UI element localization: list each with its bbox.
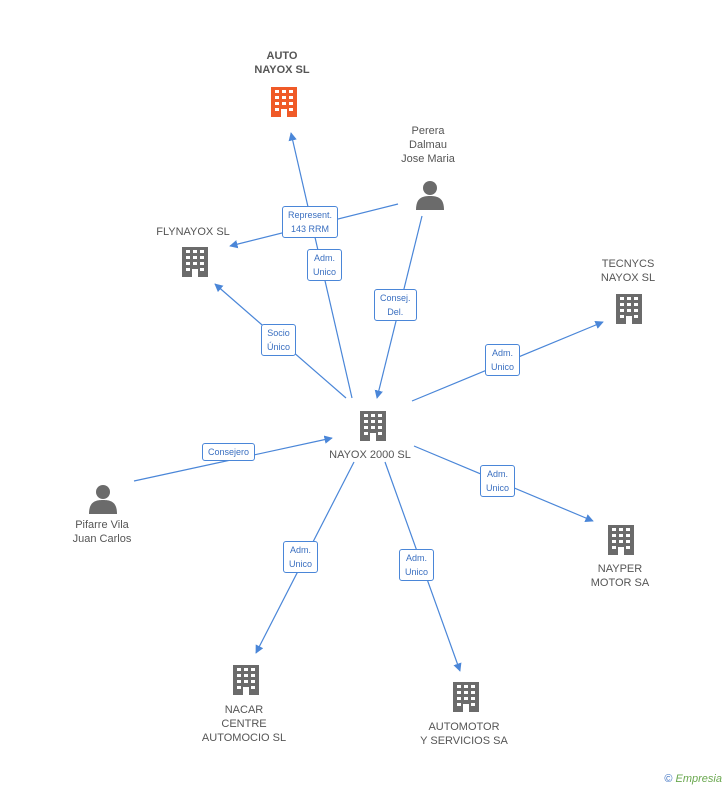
node-icons <box>89 87 642 712</box>
edges <box>133 132 604 672</box>
person-icon-pifarre[interactable] <box>89 485 117 514</box>
node-label-nayox2000[interactable]: NAYOX 2000 SL <box>329 449 411 461</box>
edge-label-consej-del: Consej. Del. <box>374 289 417 321</box>
building-icon-flynayox[interactable] <box>182 247 208 277</box>
node-label-nacar[interactable]: NACAR CENTRE AUTOMOCIO SL <box>201 704 287 744</box>
node-label-auto[interactable]: AUTO NAYOX SL <box>254 50 310 76</box>
node-label-perera[interactable]: Perera Dalmau Jose Maria <box>401 125 455 165</box>
edge-label-adm-tecnycs: Adm. Unico <box>485 344 521 376</box>
node-label-flynayox[interactable]: FLYNAYOX SL <box>156 226 230 238</box>
edge-label-represent: Represent. 143 RRM <box>282 206 339 238</box>
edge-label-adm-automotor: Adm. Unico <box>399 549 435 581</box>
node-label-pifarre[interactable]: Pifarre Vila Juan Carlos <box>72 519 132 545</box>
edge-label-socio: Socio Único <box>261 324 297 356</box>
edge-label-consejero: Consejero <box>202 443 256 461</box>
brand-logo: Empresia <box>675 773 722 785</box>
footer-brand: ©Empresia <box>664 773 722 785</box>
node-label-nayper[interactable]: NAYPER MOTOR SA <box>590 563 650 589</box>
building-icon-nacar[interactable] <box>233 665 259 695</box>
building-icon-tecnycs[interactable] <box>616 294 642 324</box>
edge-label-adm-nayper: Adm. Unico <box>480 465 516 497</box>
building-icon-nayox2000[interactable] <box>360 411 386 441</box>
person-icon-perera[interactable] <box>416 181 444 210</box>
building-icon-nayper[interactable] <box>608 525 634 555</box>
node-label-tecnycs[interactable]: TECNYCS NAYOX SL <box>600 258 656 284</box>
copyright-icon: © <box>664 773 673 785</box>
edge-label-adm-nacar: Adm. Unico <box>283 541 319 573</box>
building-icon-automotor[interactable] <box>453 682 479 712</box>
edge-label-adm-auto: Adm. Unico <box>307 249 343 281</box>
building-icon-auto[interactable] <box>271 87 297 117</box>
node-label-automotor[interactable]: AUTOMOTOR Y SERVICIOS SA <box>420 721 508 747</box>
